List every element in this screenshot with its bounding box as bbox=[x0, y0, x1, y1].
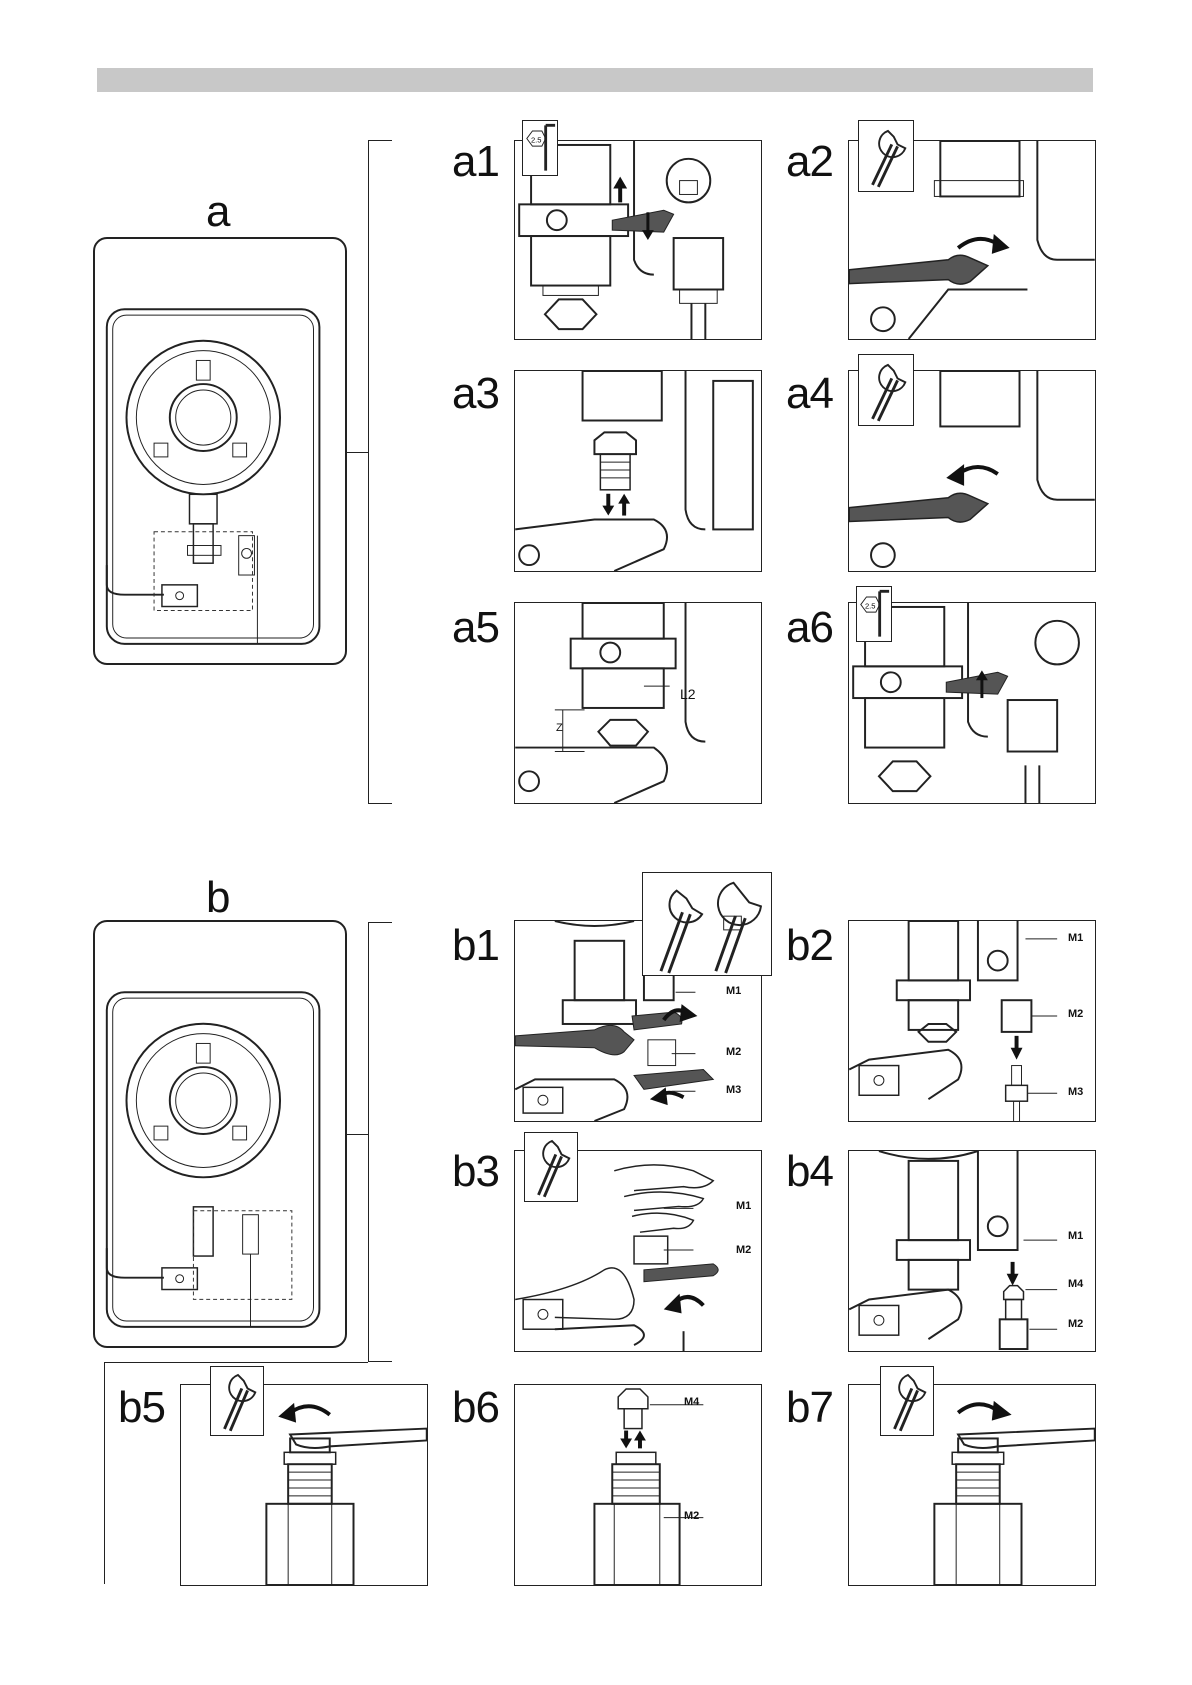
open-wrench-icon bbox=[661, 891, 702, 973]
rotate-arrow-icon bbox=[946, 464, 997, 486]
panel-b7-label: b7 bbox=[786, 1386, 833, 1430]
open-wrench-icon bbox=[858, 354, 914, 426]
b2-callout-m1: M1 bbox=[1068, 932, 1083, 944]
open-wrench-icon bbox=[210, 1366, 264, 1436]
b4-callout-m4: M4 bbox=[1068, 1278, 1083, 1290]
overview-b bbox=[93, 920, 347, 1348]
panel-a4-label: a4 bbox=[786, 372, 833, 416]
b1-callout-m2: M2 bbox=[726, 1046, 741, 1058]
panel-a6-label: a6 bbox=[786, 606, 833, 650]
panel-a5-label: a5 bbox=[452, 606, 499, 650]
arrow-icon bbox=[1007, 1262, 1019, 1286]
panel-b4 bbox=[848, 1150, 1096, 1352]
panel-b6-label: b6 bbox=[452, 1386, 499, 1430]
arrow-icon bbox=[634, 1431, 646, 1449]
b2-callout-m3: M3 bbox=[1068, 1086, 1083, 1098]
panel-a1-label: a1 bbox=[452, 140, 499, 184]
section-b-label: b bbox=[206, 876, 230, 920]
rotate-arrow-icon bbox=[958, 1401, 1011, 1421]
b1-callout-m1: M1 bbox=[726, 985, 741, 997]
rotate-arrow-icon bbox=[278, 1403, 329, 1423]
panel-b6 bbox=[514, 1384, 762, 1586]
hex-key-icon: 2.5 bbox=[856, 586, 892, 642]
b3-callout-m2: M2 bbox=[736, 1244, 751, 1256]
rotate-arrow-icon bbox=[650, 1087, 684, 1105]
wrench-set-icon bbox=[642, 872, 772, 976]
open-wrench-icon bbox=[880, 1366, 934, 1436]
a6-tool-size: 2.5 bbox=[865, 601, 876, 610]
panel-b2 bbox=[848, 920, 1096, 1122]
b6-callout-m4: M4 bbox=[684, 1396, 699, 1408]
rotate-arrow-icon bbox=[958, 234, 1009, 254]
arrow-icon bbox=[620, 1431, 632, 1449]
b4-callout-m2: M2 bbox=[1068, 1318, 1083, 1330]
adjustable-wrench-icon bbox=[716, 883, 761, 973]
arrow-icon bbox=[618, 494, 630, 516]
heater-overview-drawing bbox=[95, 922, 345, 1346]
panel-a3 bbox=[514, 370, 762, 572]
b4-callout-m1: M1 bbox=[1068, 1230, 1083, 1242]
b6-callout-m2: M2 bbox=[684, 1510, 699, 1522]
dimension-z: Z bbox=[556, 722, 563, 734]
b3-callout-m1: M1 bbox=[736, 1200, 751, 1212]
heater-overview-drawing bbox=[95, 239, 345, 663]
panel-b2-label: b2 bbox=[786, 924, 833, 968]
bracket-b-connector bbox=[347, 1134, 368, 1135]
b1-callout-m3: M3 bbox=[726, 1084, 741, 1096]
section-a-label: a bbox=[206, 190, 230, 234]
panel-b5-label: b5 bbox=[118, 1386, 165, 1430]
bracket-a-connector bbox=[347, 452, 368, 453]
arrow-icon bbox=[1011, 1036, 1023, 1060]
bracket-a bbox=[368, 140, 392, 804]
panel-a5 bbox=[514, 602, 762, 804]
panel-b4-label: b4 bbox=[786, 1150, 833, 1194]
hex-key-icon: 2.5 bbox=[522, 120, 558, 176]
b2-callout-m2: M2 bbox=[1068, 1008, 1083, 1020]
panel-b1-label: b1 bbox=[452, 924, 499, 968]
arrow-icon bbox=[613, 177, 627, 203]
panel-a3-label: a3 bbox=[452, 372, 499, 416]
panel-a2-label: a2 bbox=[786, 140, 833, 184]
open-wrench-icon bbox=[524, 1132, 578, 1202]
dimension-l2: L2 bbox=[680, 686, 696, 702]
arrow-icon bbox=[602, 494, 614, 516]
overview-a bbox=[93, 237, 347, 665]
header-bar bbox=[97, 68, 1093, 92]
rotate-arrow-icon bbox=[664, 1294, 704, 1314]
a1-tool-size: 2.5 bbox=[531, 135, 542, 144]
bracket-b bbox=[368, 922, 392, 1362]
open-wrench-icon bbox=[858, 120, 914, 192]
panel-b3-label: b3 bbox=[452, 1150, 499, 1194]
